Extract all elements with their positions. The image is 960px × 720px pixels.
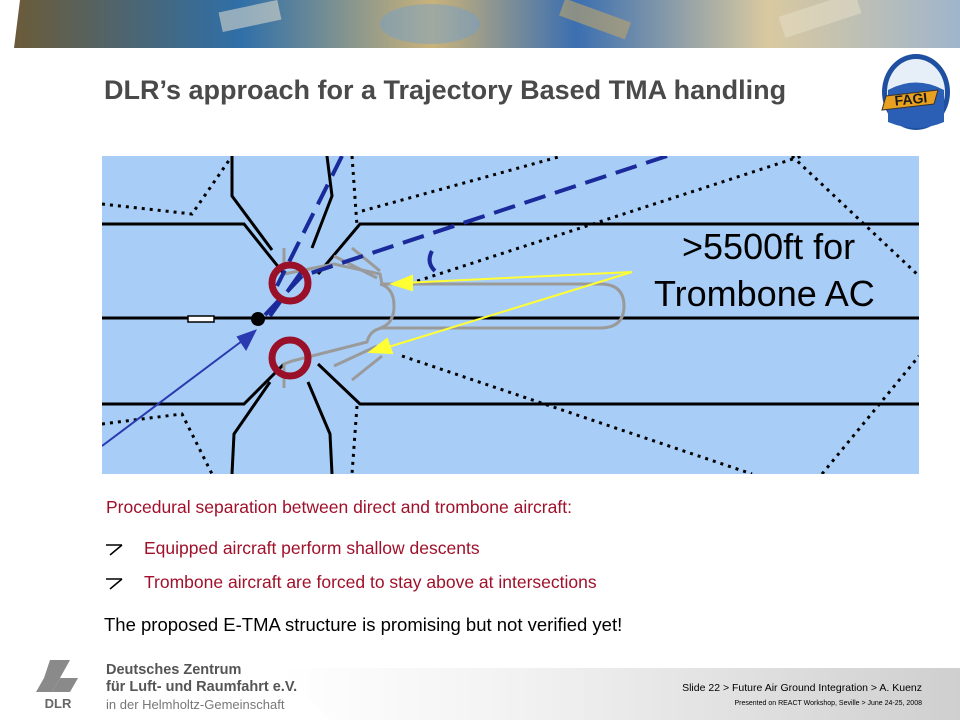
fagi-logo-text: FAGI: [894, 89, 928, 108]
slide-title: DLR’s approach for a Trajectory Based TM…: [104, 75, 787, 105]
header-banner: [0, 0, 960, 48]
direct-route-arrow: [102, 329, 258, 447]
corridor-boundaries: [102, 156, 919, 474]
presentation-info: Presented on REACT Workshop, Seville > J…: [734, 700, 923, 707]
org-line3: in der Helmholtz-Gemeinschaft: [106, 697, 285, 712]
altitude-label-line2: Trombone AC: [654, 273, 875, 314]
trombone-paths: [282, 246, 626, 388]
dlr-abbrev: DLR: [45, 696, 72, 711]
separation-intro: Procedural separation between direct and…: [106, 497, 572, 517]
dlr-organization-name: Deutsches Zentrum für Luft- und Raumfahr…: [106, 662, 297, 713]
fagi-logo: FAGI: [881, 54, 950, 130]
bullet-text: Equipped aircraft perform shallow descen…: [144, 538, 480, 558]
restriction-circles: [268, 261, 312, 380]
bullet-arrow-icon: [106, 543, 123, 556]
merge-point: [251, 312, 265, 326]
airspace-dotted-lines: [102, 156, 919, 474]
tma-route-map: >5500ft for Trombone AC: [102, 156, 919, 474]
bullet-text: Trombone aircraft are forced to stay abo…: [144, 572, 597, 592]
conclusion-text: The proposed E-TMA structure is promisin…: [104, 614, 623, 635]
slide-info: Slide 22 > Future Air Ground Integration…: [682, 682, 922, 694]
runway-symbol: [187, 315, 215, 323]
trombone-yellow-arrows: [367, 271, 633, 355]
dlr-logo: DLR: [36, 660, 78, 711]
direct-route-dashed: [262, 156, 668, 318]
org-line1: Deutsches Zentrum: [106, 662, 242, 678]
footer-band: [280, 668, 960, 720]
bullet-arrow-icon: [106, 577, 123, 590]
bullet-stay-above: Trombone aircraft are forced to stay abo…: [104, 572, 597, 593]
altitude-label-line1: >5500ft for: [682, 226, 855, 267]
org-line2: für Luft- und Raumfahrt e.V.: [106, 679, 298, 695]
bullet-shallow-descents: Equipped aircraft perform shallow descen…: [104, 538, 480, 559]
